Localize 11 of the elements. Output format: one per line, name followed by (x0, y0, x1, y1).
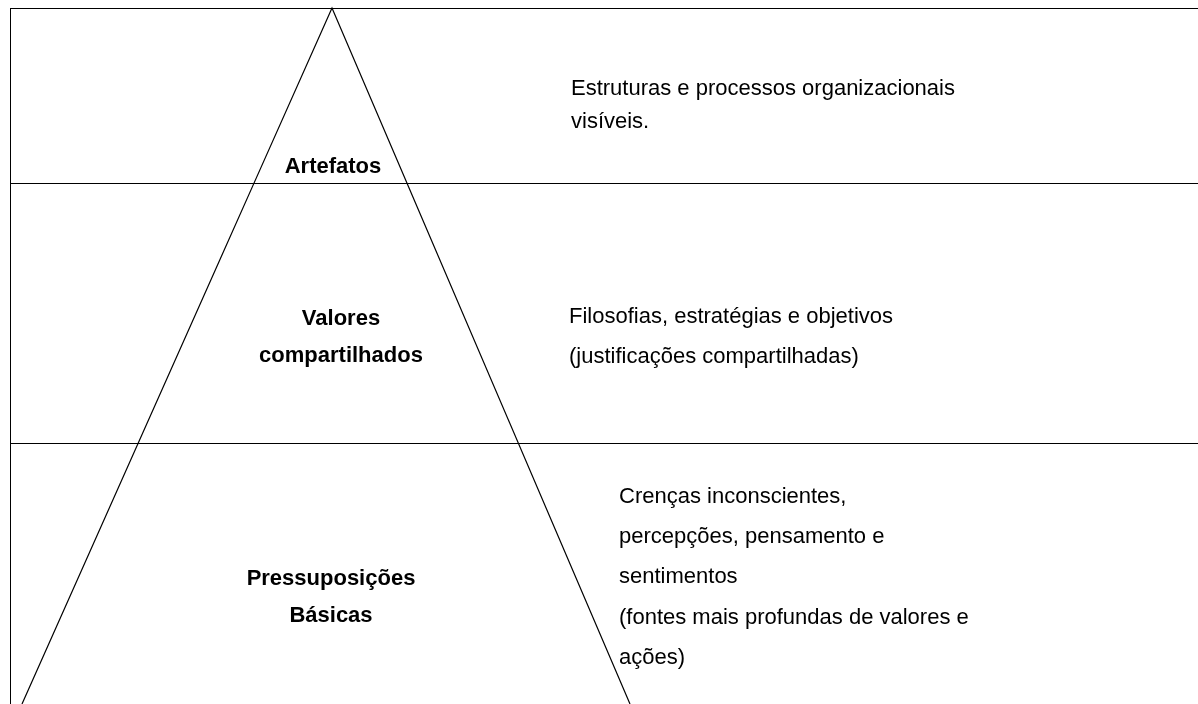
layer-band (10, 183, 1198, 443)
layer-title: Pressuposições Básicas (245, 564, 417, 629)
layer-description: (justificações compartilhadas) (569, 342, 860, 370)
layer-description: Estruturas e processos organizacionais visíveis. (571, 74, 956, 135)
layer-title: Artefatos (283, 152, 383, 180)
layer-description: Filosofias, estratégias e objetivos (569, 302, 895, 330)
layer-band (10, 443, 1198, 704)
layer-description: (fontes mais profundas de valores e ações) (619, 603, 970, 671)
layer-band (10, 8, 1198, 183)
layer-description: Crenças inconscientes, percepções, pensamento e sentimentos (619, 482, 886, 590)
layer-title: Valores compartilhados (258, 304, 424, 369)
